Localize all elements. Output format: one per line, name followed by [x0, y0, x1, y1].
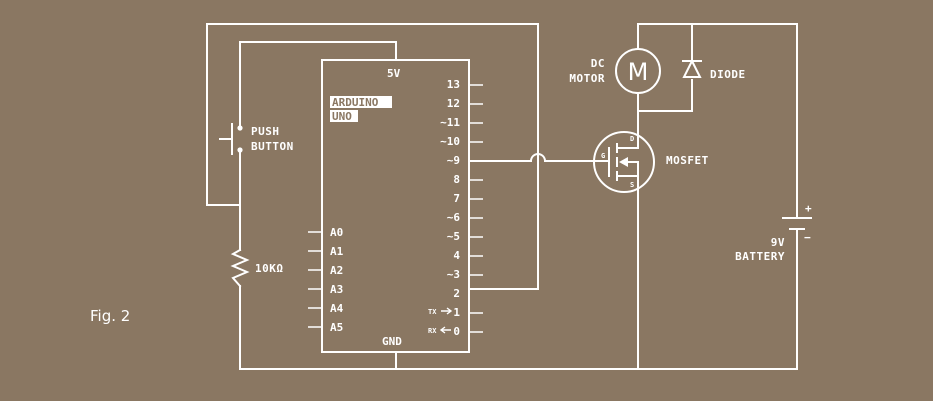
pin-2-label: 2: [453, 287, 460, 300]
pin-11-label: ~11: [440, 116, 460, 129]
resistor-label: 10KΩ: [255, 262, 284, 275]
digital-pin-labels: 13 12 ~11 ~10 ~9 8 7 ~6 ~5 4 ~3 2 1 0 TX…: [428, 78, 460, 338]
pin-4-label: 4: [453, 249, 460, 262]
wire-ground-bus: [239, 351, 798, 370]
rx-arrow-icon: [439, 326, 451, 334]
tx-label: TX: [428, 308, 437, 316]
button-contact-bottom: [237, 147, 243, 153]
mosfet-gate-label: G: [601, 152, 605, 160]
wire-pin9-gate: [468, 153, 610, 162]
pin-7-label: 7: [453, 192, 460, 205]
wire-diode-bottom: [637, 79, 693, 112]
tx-arrow-icon: [441, 307, 453, 315]
pin-a3-label: A3: [330, 283, 343, 296]
pin-0-label: 0: [453, 325, 460, 338]
battery: + − 9V BATTERY: [735, 202, 814, 263]
battery-label-2: BATTERY: [735, 250, 785, 263]
arduino-name-line2: UNO: [332, 110, 352, 123]
mosfet: G D S MOSFET: [593, 131, 709, 193]
diode: DIODE: [682, 58, 746, 81]
wire-top-rail: [637, 23, 798, 215]
mosfet-circle: [593, 131, 655, 193]
wire-5v: [239, 41, 397, 127]
dc-motor: M DC MOTOR: [569, 48, 661, 94]
motor-label-1: DC: [591, 57, 605, 70]
digital-pin-stubs: [469, 84, 483, 333]
mosfet-source-lead: [616, 161, 639, 193]
rx-label: RX: [428, 327, 437, 335]
pin-a4-label: A4: [330, 302, 344, 315]
pin-8-label: 8: [453, 173, 460, 186]
motor-label-2: MOTOR: [569, 72, 605, 85]
arduino-board: ARDUINO UNO 5V GND 13 12 ~11 ~10 ~9 8 7 …: [308, 59, 483, 353]
arduino-name-bg-1: [330, 96, 392, 108]
push-button: PUSH BUTTON: [219, 123, 294, 155]
mosfet-drain-label: D: [630, 135, 634, 143]
pin-9-label: ~9: [447, 154, 460, 167]
analog-pin-labels: A0 A1 A2 A3 A4 A5: [330, 226, 344, 334]
diode-label: DIODE: [710, 68, 746, 81]
push-button-label-2: BUTTON: [251, 140, 294, 153]
mosfet-arrow-icon: [619, 157, 628, 167]
button-actuator: [219, 123, 233, 155]
pin-3-label: ~3: [447, 268, 460, 281]
pin-13-label: 13: [447, 78, 460, 91]
analog-pin-stubs: [308, 231, 322, 328]
pin-5v-label: 5V: [387, 67, 401, 80]
pin-10-label: ~10: [440, 135, 460, 148]
pin-12-label: 12: [447, 97, 460, 110]
mosfet-label: MOSFET: [666, 154, 709, 167]
wire-pin2-loop: [206, 23, 539, 290]
arduino-name-line1: ARDUINO: [332, 96, 379, 109]
resistor-zigzag: [230, 248, 250, 288]
pin-a2-label: A2: [330, 264, 343, 277]
button-contact-top: [237, 125, 243, 131]
pin-6-label: ~6: [447, 211, 461, 224]
battery-label-1: 9V: [771, 236, 785, 249]
pin-a5-label: A5: [330, 321, 343, 334]
diode-triangle: [682, 58, 702, 78]
pin-a0-label: A0: [330, 226, 343, 239]
pin-gnd-label: GND: [382, 335, 402, 348]
battery-plus: +: [805, 202, 812, 215]
motor-symbol: M: [628, 58, 649, 86]
pin-1-label: 1: [453, 306, 460, 319]
mosfet-drain-lead: [616, 131, 639, 149]
pin-a1-label: A1: [330, 245, 344, 258]
arduino-name-bg-2: [330, 110, 358, 122]
wires: [206, 23, 798, 370]
battery-minus: −: [804, 231, 811, 244]
resistor: 10KΩ: [230, 248, 284, 288]
motor-circle: [615, 48, 661, 94]
push-button-label-1: PUSH: [251, 125, 280, 138]
mosfet-source-label: S: [630, 181, 634, 189]
pin-5-label: ~5: [447, 230, 460, 243]
figure-caption: Fig. 2: [90, 307, 130, 325]
